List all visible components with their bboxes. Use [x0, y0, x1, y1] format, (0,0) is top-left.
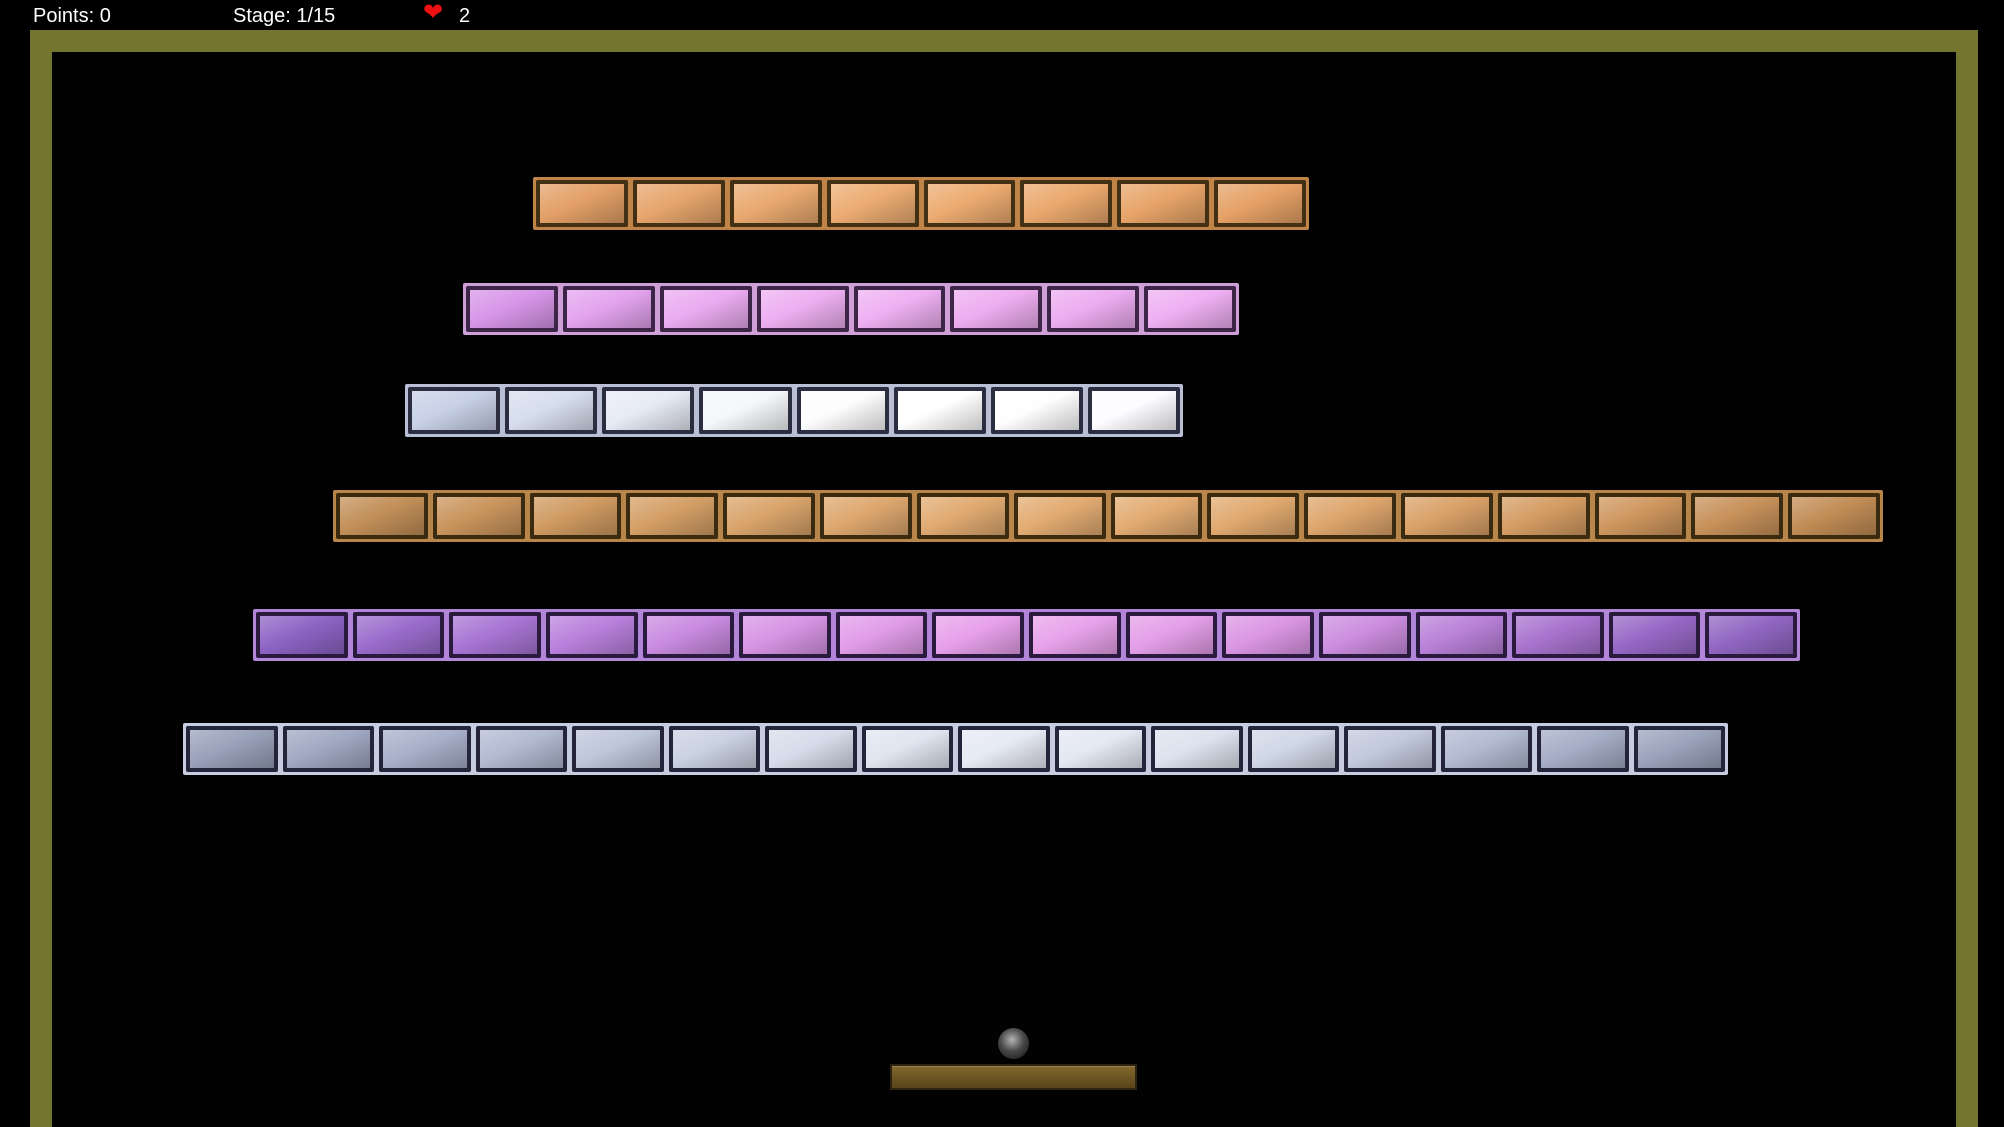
brick	[668, 726, 760, 772]
brick	[796, 387, 889, 434]
playfield-frame	[30, 30, 1978, 1127]
brick	[1788, 493, 1880, 539]
brick	[449, 612, 541, 658]
brick	[1318, 612, 1411, 658]
brick	[923, 180, 1016, 227]
stage-label: Stage: 1/15	[233, 5, 336, 27]
brick-row-4-orange-wide	[333, 490, 1883, 542]
brick	[1497, 493, 1590, 539]
brick	[1029, 612, 1121, 658]
playfield[interactable]	[52, 52, 1956, 1127]
brick	[642, 612, 735, 658]
brick	[1054, 726, 1146, 772]
brick	[602, 387, 695, 434]
brick	[723, 493, 816, 539]
brick	[861, 726, 953, 772]
brick	[505, 387, 598, 434]
brick	[1344, 726, 1436, 772]
brick	[1440, 726, 1532, 772]
brick	[739, 612, 831, 658]
brick-row-5-purple-wide	[253, 609, 1800, 661]
brick	[853, 286, 946, 332]
brick	[1013, 493, 1106, 539]
brick	[1151, 726, 1243, 772]
paddle[interactable]	[890, 1064, 1137, 1090]
brick	[1214, 180, 1306, 227]
brick	[1222, 612, 1314, 658]
brick	[632, 180, 725, 227]
ball	[998, 1028, 1029, 1059]
brick	[466, 286, 558, 332]
brick-row-6-silver-wide	[183, 723, 1728, 775]
brick	[529, 493, 622, 539]
brick	[1633, 726, 1725, 772]
brick	[1247, 726, 1339, 772]
brick	[1594, 493, 1687, 539]
brick	[408, 387, 501, 434]
brick-row-2-pink	[463, 283, 1239, 335]
brick	[1304, 493, 1396, 539]
brick	[1207, 493, 1300, 539]
brick	[729, 180, 822, 227]
brick	[659, 286, 752, 332]
brick	[1144, 286, 1236, 332]
brick	[1705, 612, 1797, 658]
brick	[1537, 726, 1629, 772]
brick	[572, 726, 664, 772]
brick	[893, 387, 986, 434]
points-label: Points: 0	[33, 5, 111, 27]
brick	[932, 612, 1024, 658]
brick	[432, 493, 525, 539]
brick	[282, 726, 374, 772]
brick	[990, 387, 1083, 434]
brick	[950, 286, 1043, 332]
brick	[1125, 612, 1218, 658]
brick	[1512, 612, 1604, 658]
brick	[765, 726, 857, 772]
brick	[475, 726, 567, 772]
brick	[826, 180, 919, 227]
brick	[379, 726, 471, 772]
brick	[1020, 180, 1113, 227]
brick	[352, 612, 445, 658]
brick	[1047, 286, 1140, 332]
brick	[536, 180, 628, 227]
brick	[820, 493, 912, 539]
brick	[545, 612, 638, 658]
lives-heart-icon: ❤	[423, 0, 444, 26]
brick	[1087, 387, 1180, 434]
brick	[336, 493, 428, 539]
brick	[186, 726, 278, 772]
lives-count: 2	[459, 5, 471, 27]
brick	[1415, 612, 1508, 658]
brick-row-1-orange	[533, 177, 1309, 230]
hud-bar: Points: 0 Stage: 1/15 ❤ 2	[0, 0, 2004, 30]
brick	[626, 493, 719, 539]
brick	[699, 387, 792, 434]
brick	[835, 612, 928, 658]
brick	[958, 726, 1050, 772]
brick	[562, 286, 655, 332]
brick	[1608, 612, 1701, 658]
brick	[1691, 493, 1784, 539]
brick	[256, 612, 348, 658]
brick-row-3-white	[405, 384, 1183, 437]
brick	[916, 493, 1009, 539]
brick	[1400, 493, 1493, 539]
brick	[756, 286, 849, 332]
brick	[1110, 493, 1203, 539]
brick	[1117, 180, 1210, 227]
